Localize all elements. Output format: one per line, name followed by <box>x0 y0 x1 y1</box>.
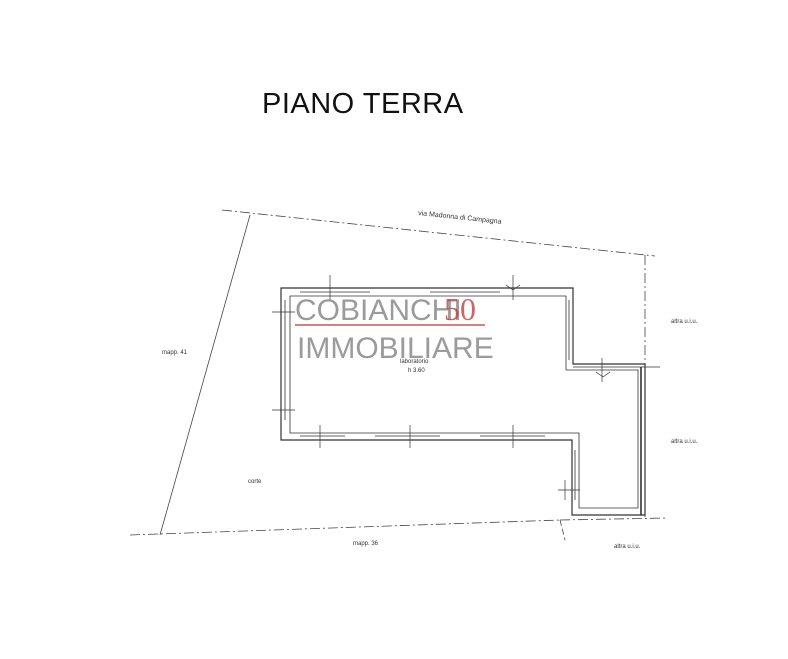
street-label: via Madonna di Campagna <box>418 210 502 226</box>
watermark-logo: COBIANCHI 50 IMMOBILIARE <box>295 291 494 365</box>
watermark-sub: IMMOBILIARE <box>297 332 494 365</box>
room-name-label: laboratorio <box>400 359 429 365</box>
altra-e-label: altra u.i.u. <box>671 439 698 445</box>
lot-boundary <box>129 209 669 541</box>
watermark-brand: COBIANCHI <box>295 294 462 327</box>
building-walls <box>272 275 660 516</box>
room-height-label: h 3.60 <box>408 368 425 374</box>
page-title: PIANO TERRA <box>262 88 464 120</box>
mapp-west-label: mapp. 41 <box>162 350 188 356</box>
altra-ne-label: altra u.i.u. <box>671 319 698 325</box>
mapp-south-label: mapp. 36 <box>353 541 379 547</box>
corte-label: corte <box>248 479 262 485</box>
altra-se-label: altra u.i.u. <box>614 544 641 550</box>
watermark-number: 50 <box>444 291 476 327</box>
